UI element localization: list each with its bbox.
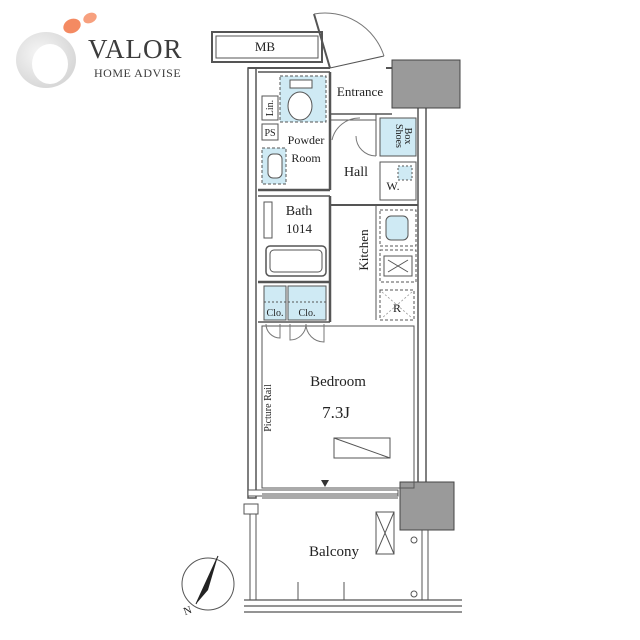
balcony-label: Balcony <box>309 544 359 560</box>
refrigerator-label: R <box>393 301 401 315</box>
mb-label: MB <box>255 39 276 54</box>
bath: Bath 1014 <box>263 201 327 277</box>
linen-label: Lin. <box>265 100 276 116</box>
pipe-space-label: PS <box>264 128 275 139</box>
compass-north-label: N <box>182 604 194 618</box>
powder-room-label-line2: Room <box>291 151 321 165</box>
shoes-box-label-line1: Shoes <box>393 124 404 148</box>
entrance-door <box>313 12 385 69</box>
closet-1-label: Clo. <box>267 308 284 319</box>
balcony <box>243 503 462 613</box>
powder-room-label-line1: Powder <box>288 133 325 147</box>
kitchen-label: Kitchen <box>356 229 371 271</box>
bath-size: 1014 <box>286 221 313 236</box>
shoes-box: Shoes Box <box>379 117 417 157</box>
bedroom: Bedroom 7.3J Picture Rail <box>263 374 391 487</box>
washer: W. <box>379 161 417 201</box>
entrance-label: Entrance <box>337 84 383 99</box>
picture-rail-label: Picture Rail <box>263 384 274 432</box>
compass-north-icon: N <box>181 555 235 618</box>
bath-label: Bath <box>286 204 312 219</box>
mb-box: MB <box>211 31 323 63</box>
bedroom-label: Bedroom <box>310 374 366 390</box>
columns <box>391 59 461 531</box>
hall-label: Hall <box>344 165 368 180</box>
logo-swoosh-icon <box>16 12 97 88</box>
closet-2-label: Clo. <box>299 308 316 319</box>
kitchen: R Kitchen <box>356 209 417 321</box>
brand-subtitle: HOME ADVISE <box>94 66 182 80</box>
shoes-box-label-line2: Box <box>402 128 413 145</box>
interior-walls <box>258 71 418 489</box>
closets: Clo. Clo. <box>263 285 327 343</box>
brand-logo: VALOR HOME ADVISE <box>8 4 208 94</box>
bedroom-size: 7.3J <box>322 403 350 422</box>
brand-name: VALOR <box>88 34 183 64</box>
washer-label: W. <box>386 179 399 193</box>
powder-room-fixtures: Lin. PS Powder Room <box>261 75 327 185</box>
entry-arrow-icon <box>321 480 329 487</box>
